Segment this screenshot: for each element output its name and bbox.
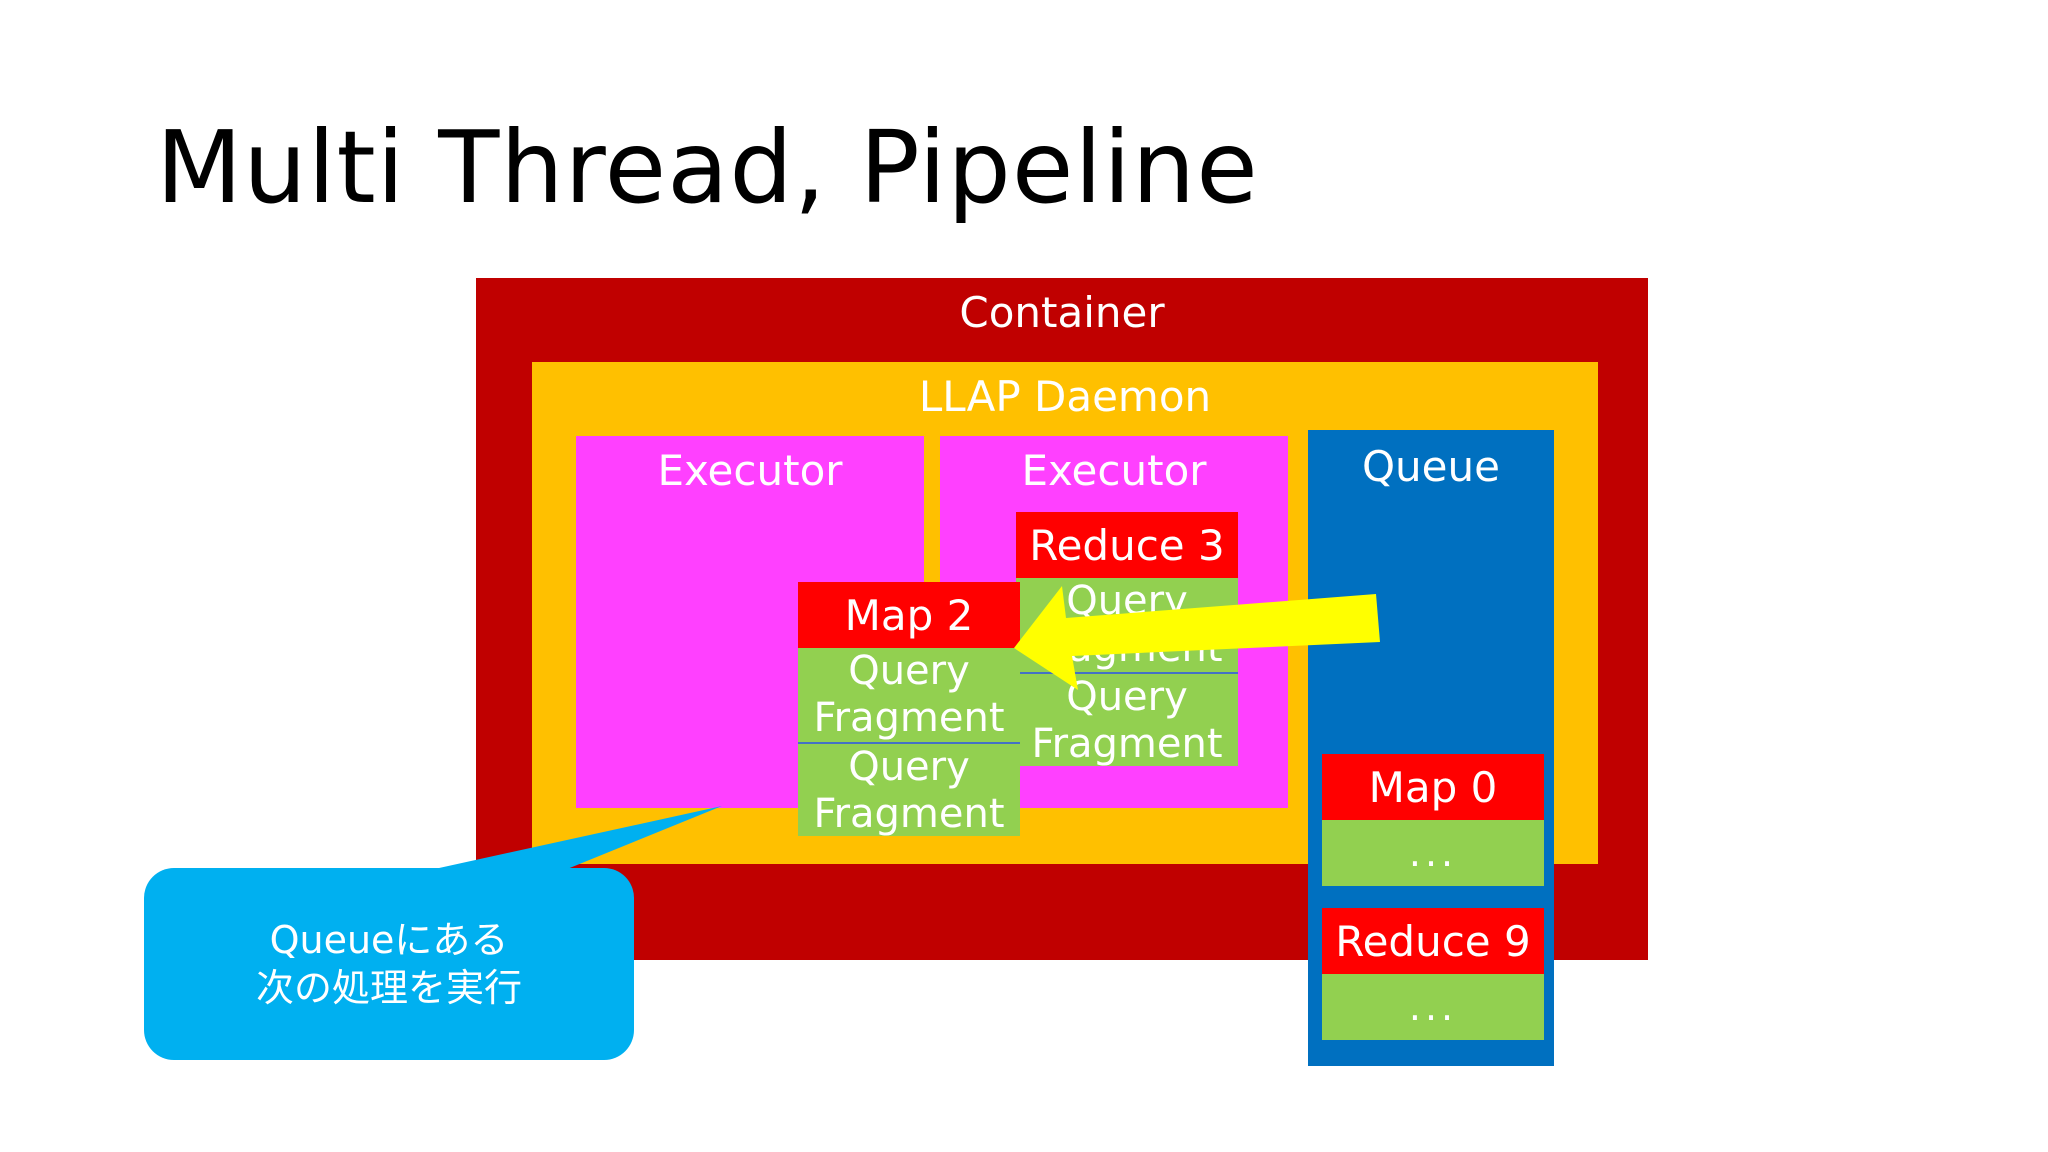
- map-2-fragment-2: Query Fragment: [798, 742, 1020, 836]
- reduce-3-head: Reduce 3: [1016, 512, 1238, 578]
- queue-item-map-0-head: Map 0: [1322, 754, 1544, 820]
- callout-line-1: Queueにある: [269, 918, 509, 962]
- queue-item-map-0-body: ...: [1322, 820, 1544, 886]
- queue-label: Queue: [1362, 442, 1500, 491]
- reduce-3-fragment-2: Query Fragment: [1016, 672, 1238, 766]
- llap-daemon-label: LLAP Daemon: [918, 372, 1212, 421]
- callout-text: Queueにある 次の処理を実行: [144, 916, 634, 1012]
- callout-line-2: 次の処理を実行: [255, 966, 522, 1010]
- queue-item-reduce-9-head: Reduce 9: [1322, 908, 1544, 974]
- executor-label-2: Executor: [1021, 446, 1207, 495]
- queue-item-reduce-9-body: ...: [1322, 974, 1544, 1040]
- executor-label-1: Executor: [657, 446, 843, 495]
- callout-box: [144, 868, 634, 1060]
- dispatch-arrow-shape: [1014, 586, 1380, 690]
- slide-title: Multi Thread, Pipeline: [156, 109, 1259, 226]
- container-label: Container: [959, 288, 1165, 337]
- map-2-head: Map 2: [798, 582, 1020, 648]
- map-2-fragment-1: Query Fragment: [798, 648, 1020, 742]
